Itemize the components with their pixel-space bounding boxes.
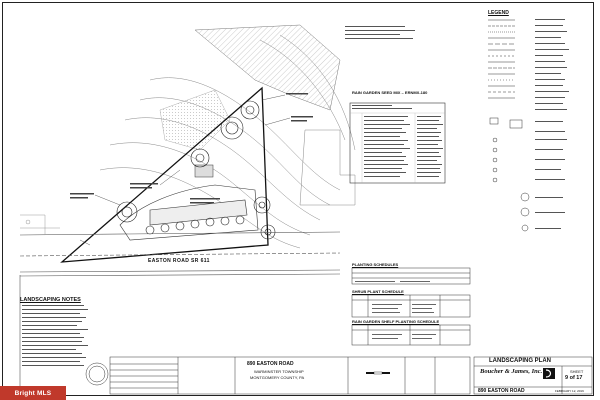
address-name: 890 EASTON ROAD	[247, 361, 294, 367]
leader-lines	[79, 94, 291, 246]
general-notes-text	[345, 26, 415, 39]
landscaping-notes-text	[22, 305, 88, 366]
legend-symbols	[488, 19, 530, 232]
edge-features	[19, 214, 46, 395]
landscaping-notes-title: LANDSCAPING NOTES	[20, 297, 81, 303]
schedule-text-stubs	[355, 281, 436, 339]
firm-name: Boucher & James, Inc.	[480, 368, 543, 375]
revision-strip	[109, 356, 471, 395]
mls-watermark: Bright MLS	[0, 386, 66, 400]
schedule-tables	[351, 267, 471, 346]
easton-road	[19, 227, 341, 277]
planting-beds	[119, 164, 259, 241]
sheet-title: LANDSCAPING PLAN	[489, 358, 552, 364]
seed-mix-table	[349, 102, 446, 184]
legend-title: LEGEND	[488, 10, 509, 16]
sheet-number: 9 of 17	[565, 375, 583, 381]
road-label: EASTON ROAD SR 611	[148, 258, 210, 264]
sheet-label: SHEET	[570, 369, 584, 374]
shrub-schedule-title: SHRUB PLANT SCHEDULE	[352, 289, 404, 294]
wooded-area	[159, 24, 341, 151]
adjacent-building	[299, 129, 356, 206]
annotation-text-stubs	[70, 93, 313, 204]
property-boundary	[60, 86, 269, 263]
sheet-date: FEBRUARY 12, 2019	[555, 389, 584, 393]
title-block-lines	[473, 356, 593, 395]
shelf-schedule-title: RAIN GARDEN SHELF PLANTING SCHEDULE	[352, 319, 440, 324]
project-name: 890 EASTON ROAD	[478, 388, 525, 394]
firm-logo	[543, 368, 555, 379]
planting-schedules-title: PLANTING SCHEDULES	[352, 262, 399, 267]
legend-descriptions	[535, 19, 569, 229]
seed-mix-title: RAIN GARDEN SEED MIX – ERNMX-180	[352, 90, 428, 95]
address-line-3: MONTGOMERY COUNTY, PA	[250, 375, 305, 380]
drawing-sheet	[2, 2, 594, 396]
contour-lines	[99, 34, 356, 249]
tree-symbols	[116, 100, 276, 240]
engineer-seal	[85, 362, 109, 386]
address-line-2: WARMINSTER TOWNSHIP	[254, 369, 304, 374]
scale-bar	[366, 371, 390, 375]
